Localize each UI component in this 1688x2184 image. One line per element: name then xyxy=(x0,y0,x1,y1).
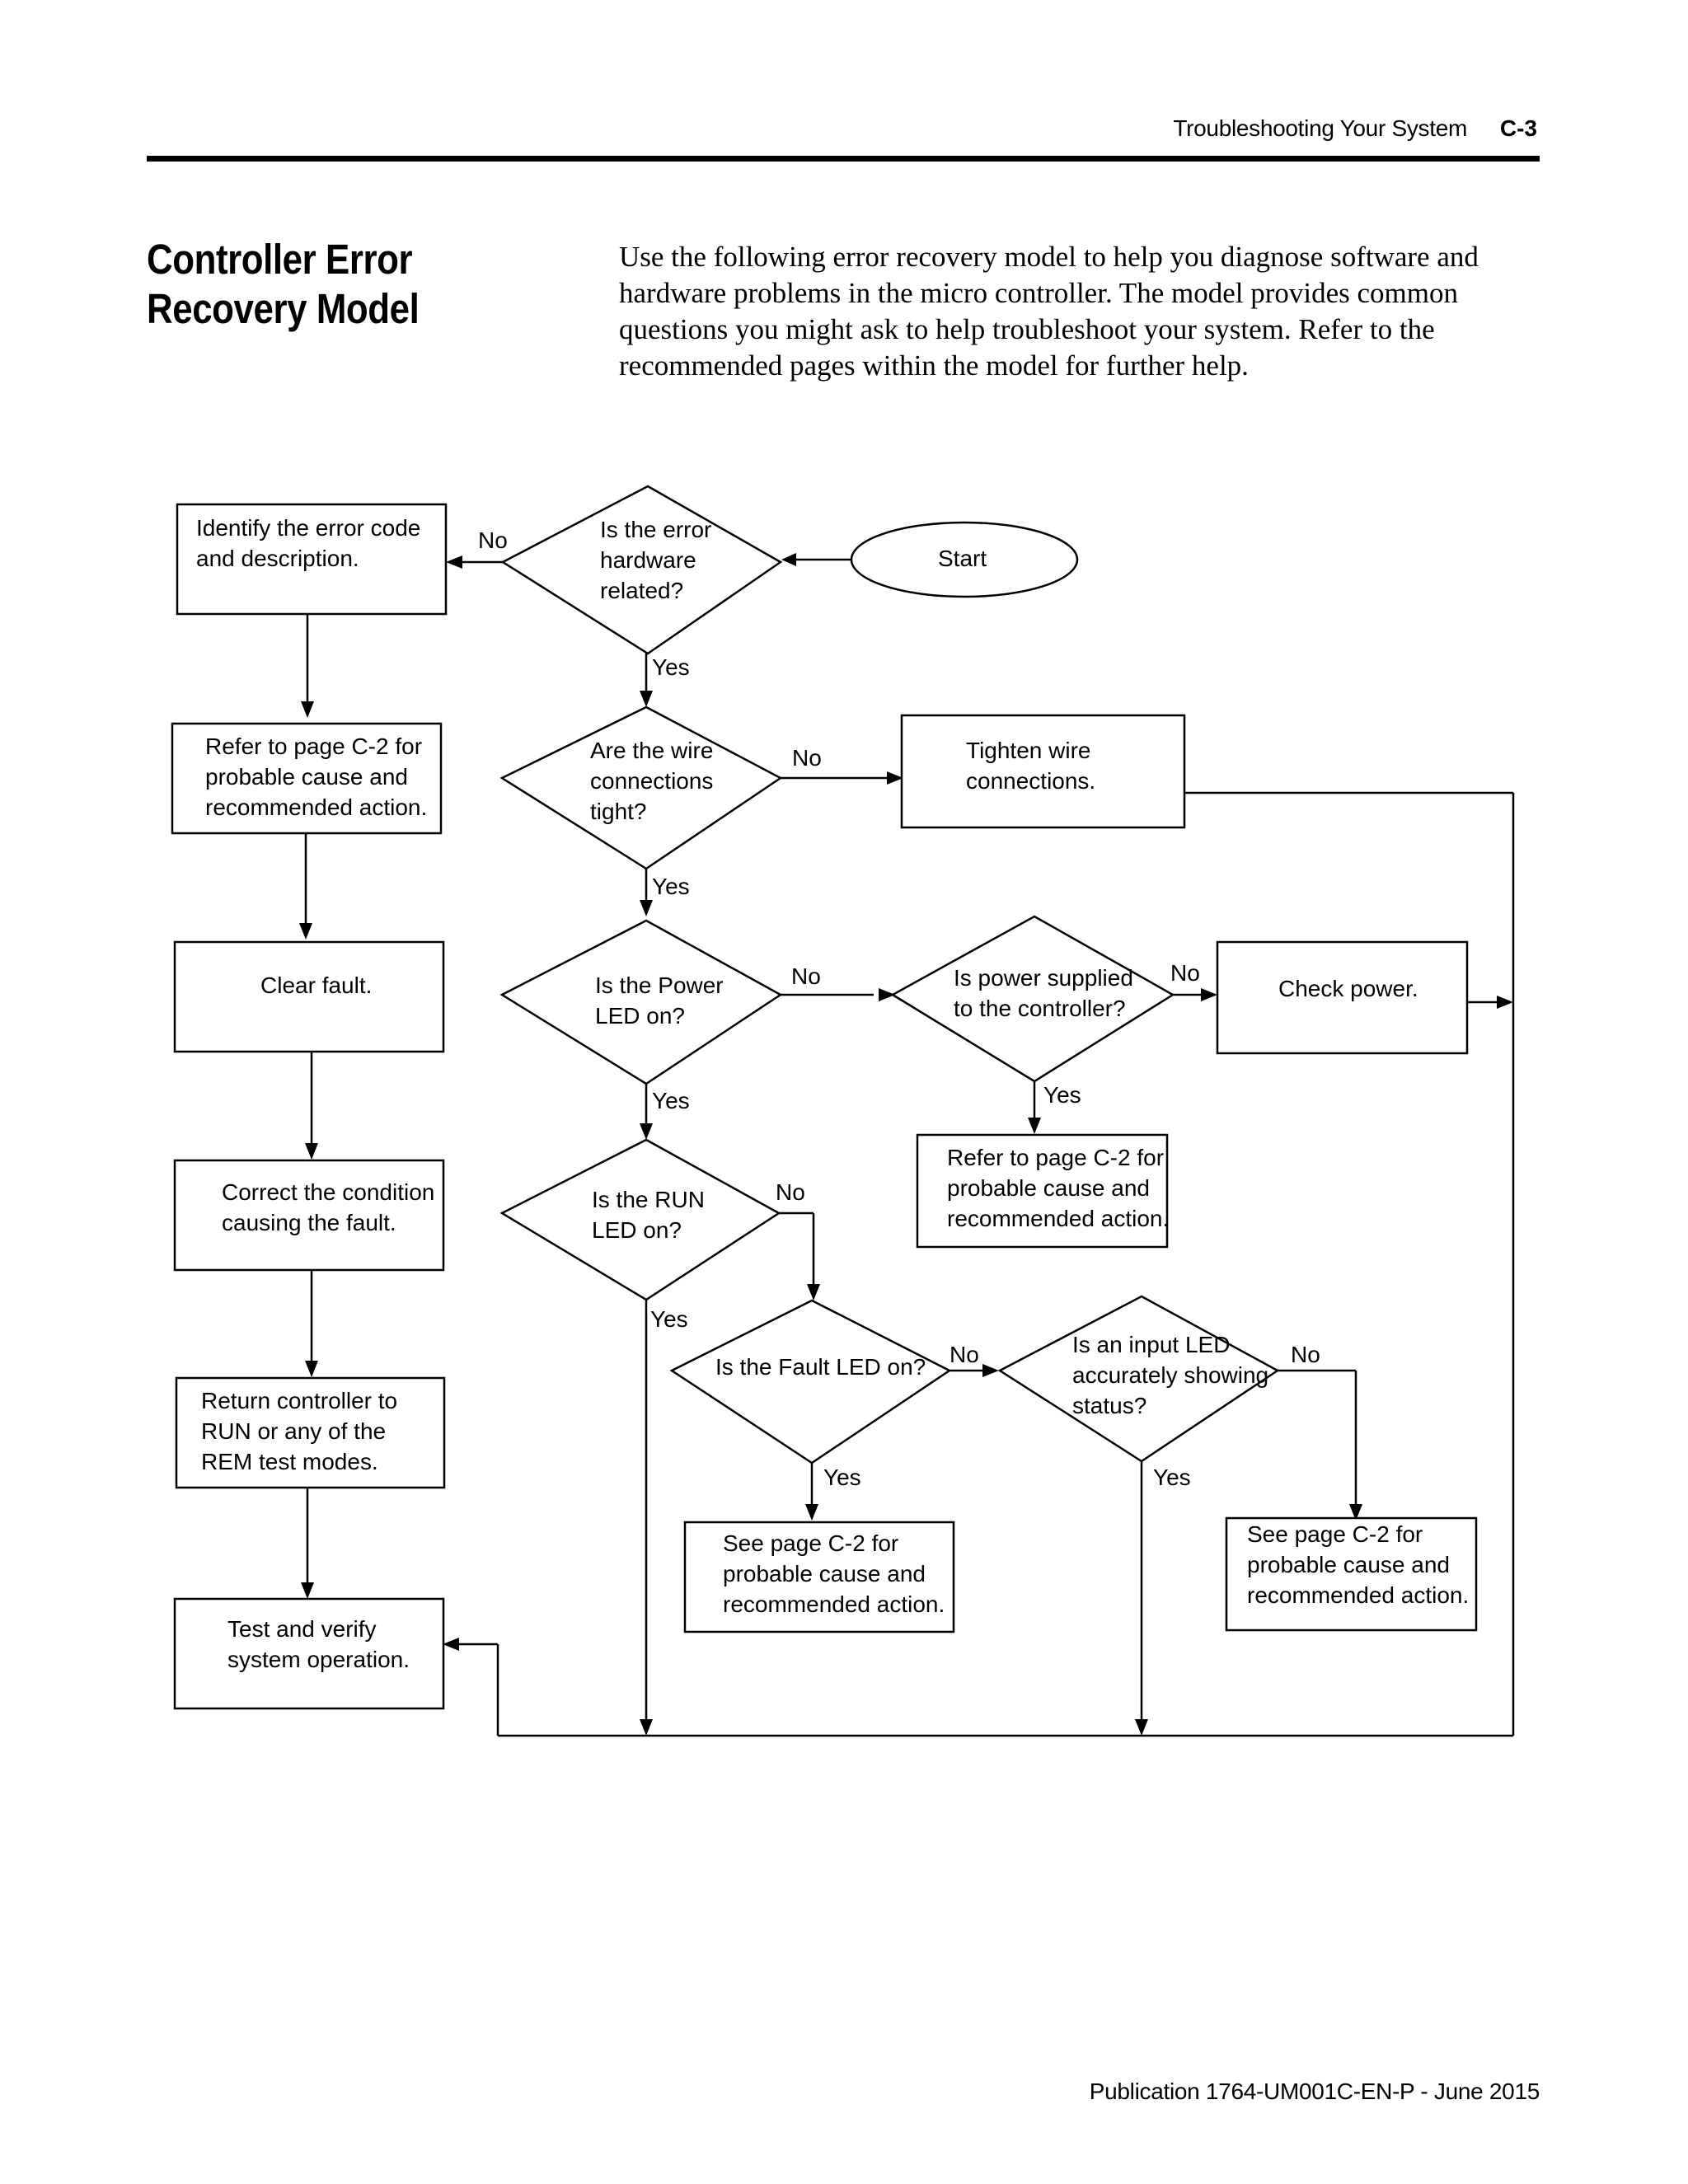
input-led-decision xyxy=(997,1295,1280,1463)
power-led-decision xyxy=(499,919,783,1085)
header-rule xyxy=(147,156,1540,162)
intro-paragraph: Use the following error recovery model t… xyxy=(619,241,1479,382)
no-label: No xyxy=(1291,1342,1320,1367)
page-number: C-3 xyxy=(1499,115,1537,141)
chapter-title: Troubleshooting Your System xyxy=(1173,115,1467,141)
test-verify-box xyxy=(173,1597,445,1710)
see-c2-input-box xyxy=(1225,1516,1478,1632)
identify-error-box xyxy=(176,503,448,616)
check-power-text: Check power. xyxy=(1278,976,1418,1001)
yes-label: Yes xyxy=(823,1465,861,1490)
publication-footer: Publication 1764-UM001C-EN-P - June 2015 xyxy=(1089,2079,1540,2104)
tighten-wire-box xyxy=(900,714,1186,829)
run-led-decision xyxy=(499,1138,781,1301)
return-controller-box xyxy=(175,1376,446,1489)
refer-c2-mid-box xyxy=(916,1133,1169,1249)
section-title: Controller Error Recovery Model xyxy=(147,236,420,332)
fault-led-decision xyxy=(669,1299,952,1465)
check-power-box xyxy=(1216,940,1469,1055)
no-label: No xyxy=(776,1179,805,1205)
yes-label: Yes xyxy=(652,654,690,680)
see-c2-fault-box xyxy=(683,1521,955,1633)
fault-led-text: Is the Fault LED on? xyxy=(715,1354,926,1380)
hardware-related-decision xyxy=(500,485,783,655)
no-label: No xyxy=(1170,960,1200,986)
flowchart-shapes xyxy=(171,485,1478,1710)
clear-fault-text: Clear fault. xyxy=(260,972,372,998)
yes-label: Yes xyxy=(652,874,690,899)
yes-label: Yes xyxy=(650,1306,688,1332)
start-terminal xyxy=(850,521,1079,598)
yes-label: Yes xyxy=(1043,1082,1081,1108)
no-label: No xyxy=(478,527,508,553)
branch-labels: No Yes No Yes No No Yes Yes No Yes No No… xyxy=(478,527,1320,1490)
no-label: No xyxy=(792,745,822,771)
wires-tight-decision xyxy=(499,705,783,870)
yes-label: Yes xyxy=(1153,1465,1191,1490)
clear-fault-box xyxy=(173,940,445,1053)
no-label: No xyxy=(791,963,821,989)
refer-c2-left-box xyxy=(171,722,443,835)
yes-label: Yes xyxy=(652,1088,690,1113)
arrowheads xyxy=(299,553,1513,1736)
start-label: Start xyxy=(938,546,987,571)
power-supplied-decision xyxy=(890,915,1175,1083)
connector-lines xyxy=(304,558,1515,1737)
correct-condition-box xyxy=(173,1159,445,1272)
no-label: No xyxy=(950,1342,979,1367)
